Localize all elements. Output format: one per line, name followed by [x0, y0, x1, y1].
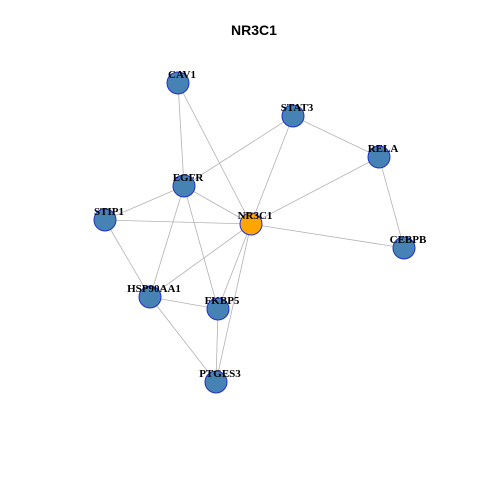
- node-label-egfr: EGFR: [173, 172, 205, 184]
- node-label-cav1: CAV1: [168, 69, 196, 81]
- node-label-cebpb: CEBPB: [390, 234, 427, 246]
- node-ptges3: [204, 370, 228, 394]
- node-stip1: [93, 208, 117, 232]
- edge-cav1-egfr: [177, 82, 185, 187]
- edge-rela-cebpb: [378, 156, 405, 249]
- node-label-nr3c1: NR3C1: [238, 210, 273, 222]
- node-label-rela: RELA: [368, 143, 399, 155]
- edge-nr3c1-cebpb: [250, 223, 405, 249]
- diagram-title: NR3C1: [231, 22, 277, 38]
- edge-stip1-hsp90aa1: [104, 219, 151, 298]
- edge-egfr-stip1: [104, 185, 185, 221]
- node-egfr: [172, 174, 196, 198]
- node-hsp90aa1: [138, 285, 162, 309]
- edge-egfr-nr3c1: [183, 185, 252, 225]
- edge-egfr-fkbp5: [183, 185, 219, 310]
- edge-layer: [104, 82, 405, 383]
- node-label-stat3: STAT3: [281, 102, 314, 114]
- edge-stat3-rela: [292, 115, 380, 158]
- node-stat3: [281, 104, 305, 128]
- edge-hsp90aa1-ptges3: [149, 296, 217, 383]
- edge-nr3c1-hsp90aa1: [149, 223, 252, 298]
- edge-nr3c1-ptges3: [215, 223, 252, 383]
- edge-fkbp5-ptges3: [215, 308, 219, 383]
- node-rela: [367, 145, 391, 169]
- edge-rela-nr3c1: [250, 156, 380, 225]
- node-label-hsp90aa1: HSP90AA1: [127, 283, 181, 295]
- node-nr3c1: [239, 212, 263, 236]
- node-label-ptges3: PTGES3: [199, 368, 241, 380]
- node-cebpb: [392, 236, 416, 260]
- node-fkbp5: [206, 297, 230, 321]
- edge-stip1-nr3c1: [104, 219, 252, 225]
- edge-hsp90aa1-fkbp5: [149, 296, 219, 310]
- edge-egfr-hsp90aa1: [149, 185, 185, 298]
- edge-cav1-nr3c1: [177, 82, 252, 225]
- edge-stat3-nr3c1: [250, 115, 294, 225]
- edge-stat3-egfr: [183, 115, 294, 187]
- node-label-fkbp5: FKBP5: [205, 295, 240, 307]
- node-label-stip1: STIP1: [94, 206, 124, 218]
- node-cav1: [166, 71, 190, 95]
- edge-nr3c1-fkbp5: [217, 223, 252, 310]
